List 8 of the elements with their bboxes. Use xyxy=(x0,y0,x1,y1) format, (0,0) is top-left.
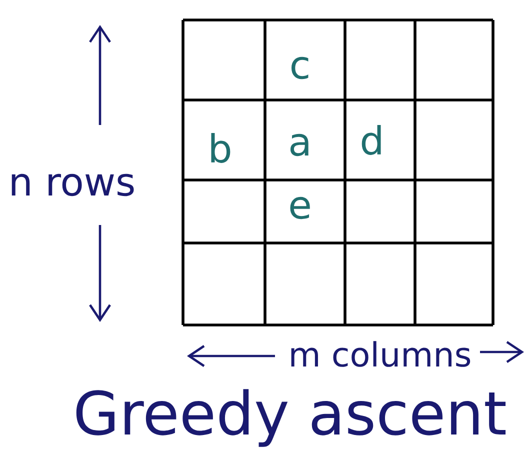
dimension-label: n rows xyxy=(6,172,138,198)
cell-letter: a xyxy=(286,132,314,158)
dimension-label: m columns xyxy=(286,339,474,369)
cell-letter: b xyxy=(206,131,234,165)
cell-letter: d xyxy=(358,123,386,157)
cell-letter: c xyxy=(288,55,312,81)
title: Greedy ascent xyxy=(76,389,506,447)
cell-letter: e xyxy=(286,195,314,221)
